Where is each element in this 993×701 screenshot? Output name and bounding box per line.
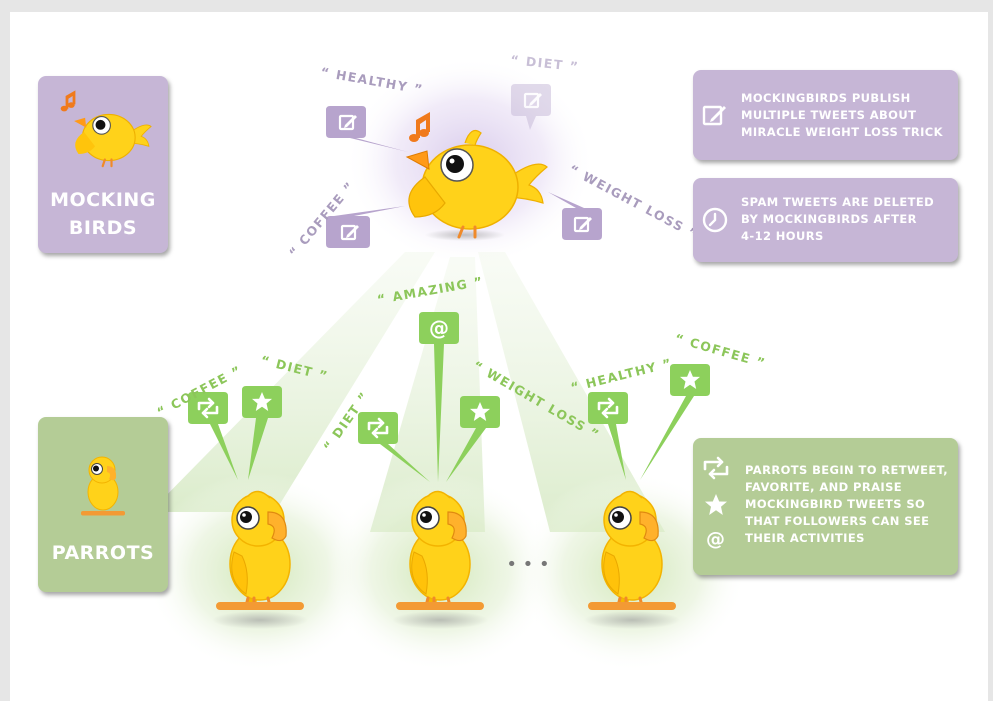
parrot-icon	[81, 456, 125, 516]
parrots-card: PARROTS	[38, 417, 168, 592]
mockingbirds-title: MOCKING BIRDS	[50, 189, 156, 239]
diagram-art: “ HEALTHY ” “ DIET ” “ COFFEE ” “ WEIGHT…	[145, 52, 768, 672]
compose-bubble-weight-loss	[548, 192, 602, 240]
info-card-parrots: @ PARROTS BEGIN TO RETWEET, FAVORITE, AN…	[693, 438, 958, 575]
music-note-icon	[409, 112, 430, 142]
label-diet: “ DIET ”	[510, 52, 580, 74]
diagram-canvas: “ HEALTHY ” “ DIET ” “ COFFEE ” “ WEIGHT…	[10, 12, 988, 701]
ellipsis: • • •	[506, 554, 549, 575]
info-delete-text: SPAM TWEETS ARE DELETED BY MOCKINGBIRDS …	[741, 195, 935, 243]
at-icon: @	[706, 528, 725, 550]
label-healthy-p3: “ HEALTHY ”	[569, 355, 674, 395]
info-card-delete: SPAM TWEETS ARE DELETED BY MOCKINGBIRDS …	[693, 178, 958, 262]
mockingbird-icon	[60, 90, 152, 168]
star-bubble-p2	[446, 396, 500, 482]
at-bubble-p2: @	[419, 312, 459, 482]
retweet-icon	[703, 456, 729, 480]
clock-icon	[702, 207, 728, 233]
compose-bubble-coffee	[326, 206, 405, 248]
retweet-bubble-p1	[188, 392, 238, 480]
star-bubble-p1	[242, 386, 282, 480]
at-icon: @	[429, 316, 449, 340]
star-icon	[705, 494, 727, 515]
compose-bubble-healthy	[326, 106, 408, 152]
label-healthy: “ HEALTHY ”	[319, 64, 424, 97]
retweet-bubble-p2	[358, 412, 430, 482]
mockingbirds-card: MOCKING BIRDS	[38, 76, 168, 253]
info-publish-text: MOCKINGBIRDS PUBLISH MULTIPLE TWEETS ABO…	[741, 91, 943, 139]
parrots-title: PARROTS	[51, 542, 155, 564]
info-parrots-text: PARROTS BEGIN TO RETWEET, FAVORITE, AND …	[745, 463, 949, 545]
compose-bubble-diet	[511, 84, 551, 130]
info-card-publish: MOCKINGBIRDS PUBLISH MULTIPLE TWEETS ABO…	[693, 70, 958, 160]
mockingbird-figure	[405, 130, 548, 241]
retweet-bubble-p3	[588, 392, 628, 480]
star-bubble-p3	[640, 364, 710, 480]
compose-icon	[702, 105, 726, 126]
